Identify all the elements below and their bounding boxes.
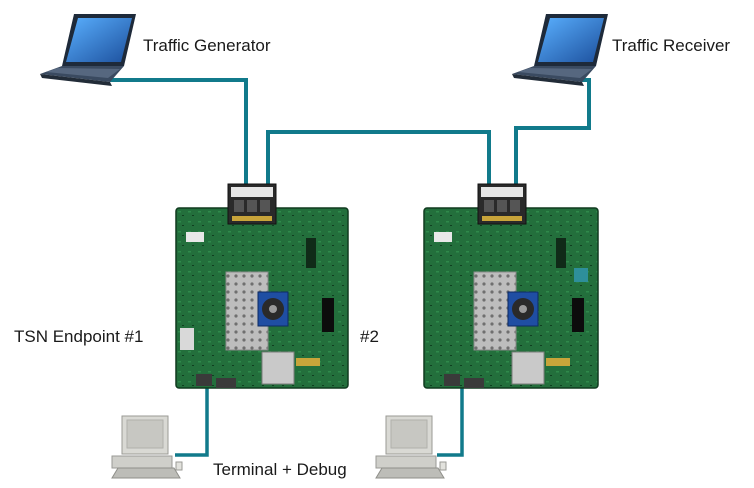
cable-terminal1-to-board1 [175,388,209,457]
desktop-pc-icon [375,415,447,479]
cable-board1-to-board2 [266,130,491,185]
traffic-receiver-label: Traffic Receiver [612,36,731,55]
traffic-generator-label: Traffic Generator [143,36,271,55]
fpga-board-icon [423,207,599,389]
desktop-pc-icon [111,415,183,479]
ethernet-switch-module-icon [227,183,277,225]
endpoint-2-label: #2 [360,327,379,346]
fpga-board-icon [175,207,349,389]
cable-generator-to-board1 [110,78,248,187]
terminal-debug-label: Terminal + Debug [213,460,347,479]
laptop-icon [512,14,608,86]
cable-receiver-to-board2 [514,78,591,185]
ethernet-switch-module-icon [477,183,527,225]
laptop-icon [40,14,136,86]
cable-terminal2-to-board2 [437,388,464,457]
endpoint-1-label: TSN Endpoint #1 [14,327,144,346]
